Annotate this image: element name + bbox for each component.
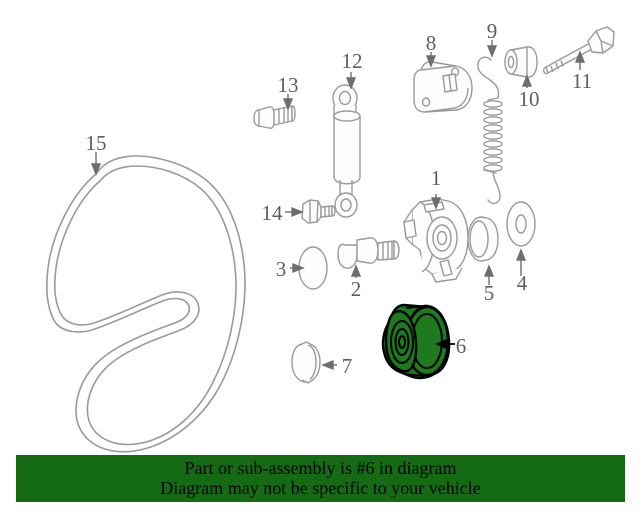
part-4-washer [506,201,536,247]
callout-label-3: 3 [276,257,287,281]
callout-leader-2 [350,264,362,278]
callout-leader-1 [430,194,442,210]
notice-line-primary: Part or sub-assembly is #6 in diagram [184,458,457,479]
part-7-cap-plug [291,341,321,384]
part-2-shoulder-bolt [337,237,400,269]
callout-labels: 1 2 3 4 5 6 7 8 9 10 11 12 13 14 15 [86,19,593,378]
part-1-belt-tensioner-assembly [403,198,469,283]
callout-label-12: 12 [342,49,363,73]
callout-leader-6 [434,337,455,351]
callout-label-9: 9 [487,19,498,43]
callout-label-7: 7 [342,354,353,378]
callout-label-13: 13 [278,73,299,97]
callout-leader-15 [90,152,102,176]
callout-label-5: 5 [484,281,495,305]
notice-line-secondary: Diagram may not be specific to your vehi… [160,477,481,498]
part-6-idler-pulley-highlighted [381,303,451,380]
part-9-tension-spring [477,56,503,205]
part-10-bushing [504,46,538,78]
part-5-spacer-ring [467,216,499,262]
callout-leader-7 [321,359,337,371]
callout-label-14: 14 [262,201,284,225]
part-11-flange-bolt-long [542,26,615,75]
callout-leader-9 [486,40,498,58]
diagram-notice-banner: Part or sub-assembly is #6 in diagram Di… [16,455,625,502]
part-14-flange-nut [301,199,336,224]
callout-label-2: 2 [351,277,362,301]
callout-label-10: 10 [519,87,540,111]
callout-leader-4 [515,248,527,276]
callout-label-11: 11 [572,69,592,93]
callout-leader-14 [285,206,304,218]
callout-label-15: 15 [86,131,107,155]
callout-leader-3 [290,262,305,274]
callout-leader-12 [345,72,357,90]
callout-leader-13 [282,94,294,111]
callout-leader-8 [425,52,437,68]
part-12-vibration-damper [332,84,361,218]
part-8-bracket [413,61,473,113]
callout-label-8: 8 [426,31,437,55]
callout-leader-10 [521,74,533,88]
callout-label-4: 4 [517,271,528,295]
part-15-serpentine-belt [46,155,246,453]
callout-leader-11 [574,50,586,70]
callout-leader-5 [483,264,495,285]
callout-label-1: 1 [431,166,442,190]
part-13-bolt-short [253,105,296,129]
callout-label-6: 6 [456,334,467,358]
